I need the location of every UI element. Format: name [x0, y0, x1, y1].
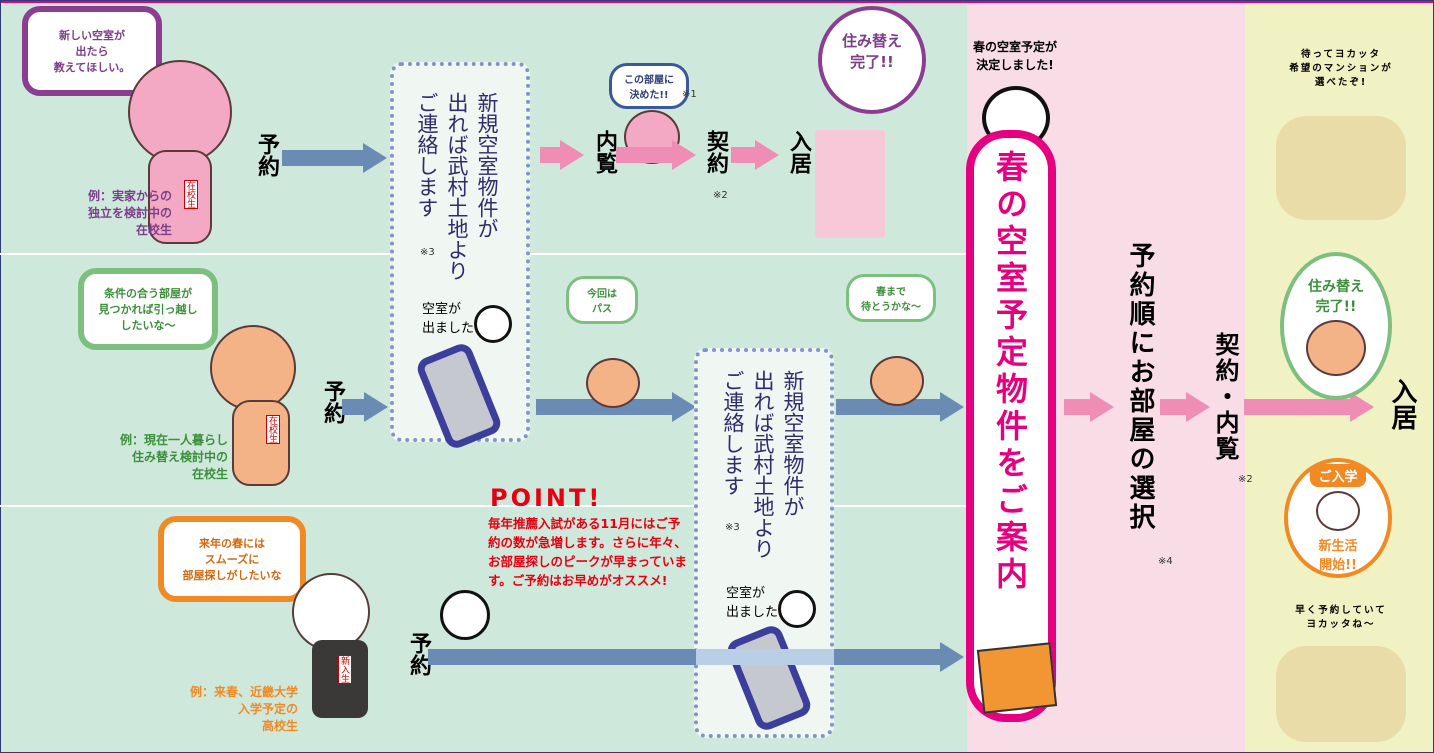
spring-decided-text: 春の空室予定が 決定しました!	[972, 40, 1057, 72]
row3-arrow-highlight	[696, 649, 834, 665]
row1-vacancy-text: 空室が 出ました	[422, 302, 475, 336]
row2-vacancy-text: 空室が 出ました	[726, 586, 779, 620]
spring-happy-top: 待ってヨカッタ 希望のマンションが 選べたぞ!	[1289, 49, 1393, 88]
panda-icon	[474, 305, 512, 343]
row1-example: 例：実家からの 独立を検討中の 在校生	[87, 189, 172, 237]
row2-speech-bubble: 条件の合う部屋が 見つかれば引っ越し したいな〜	[78, 268, 218, 350]
spring-select-text: 予約順にお部屋の選択	[1125, 242, 1155, 532]
envelope-icon	[976, 642, 1058, 714]
row1-viewing-label: 内覧	[592, 130, 617, 174]
spring-enroll-title: ご入学	[1310, 463, 1366, 487]
row3-example: 例：来春、近畿大学 入学予定の 高校生	[189, 685, 298, 733]
moving-box-icon	[815, 130, 885, 238]
row1-badge: 在校生	[184, 180, 198, 209]
spring-guide-box	[966, 130, 1056, 722]
row1-movein-label: 入居	[786, 130, 811, 174]
row2-example: 例：現在一人暮らし 住み替え検討中の 在校生	[119, 433, 228, 481]
row1-reserve-arrow	[282, 143, 387, 173]
spring-note2: ※2	[1238, 474, 1253, 485]
pink-cat-character	[128, 60, 232, 164]
pig-dog-carry-illustration	[1276, 646, 1406, 742]
rabbit-body	[232, 400, 290, 486]
row3-badge: 新入生	[338, 655, 352, 684]
row2-reserve-label: 予約	[320, 380, 345, 424]
row1-arrow-to-movein	[731, 140, 779, 170]
spring-enroll-text: 新生活 開始!!	[1318, 538, 1358, 573]
row2-wait-bubble: 春まで 待とうかな〜	[846, 274, 936, 322]
row-divider-2	[0, 505, 967, 507]
row1-done-bubble: 住み替え 完了!!	[818, 6, 926, 114]
pink-cat-body	[148, 150, 212, 244]
row2-note3: ※3	[725, 522, 740, 533]
dog-character	[292, 573, 370, 651]
row2-pass-bubble: 今回は パス	[566, 276, 638, 324]
spring-arrow-to-select	[1064, 392, 1114, 422]
row1-decide-bubble: この部屋に 決めた!!	[609, 63, 689, 109]
spring-note4: ※4	[1158, 556, 1173, 567]
row1-notify-text: 新規空室物件が 出れば武村土地より ご連絡します	[415, 92, 499, 281]
spring-guide-text: 春の空室予定物件をご案内	[991, 150, 1029, 594]
row2-reserve-arrow	[342, 392, 388, 422]
spring-contract-view-text: 契約・内覧	[1211, 332, 1239, 462]
row1-note2: ※2	[713, 190, 728, 201]
point-title: POINT!	[490, 484, 603, 512]
spring-happy-bottom: 早く予約していて ヨカッタね〜	[1295, 605, 1387, 630]
row1-reserve-label: 予約	[254, 133, 279, 177]
spring-arrow-to-contract	[1160, 392, 1210, 422]
rabbit-small-icon-2	[870, 356, 924, 406]
row1-arrow-to-viewing	[540, 140, 584, 170]
spring-movein-label: 入居	[1387, 378, 1417, 430]
row3-reserve-label: 予約	[406, 632, 431, 676]
panda-character	[440, 590, 490, 640]
spring-arrow-to-movein	[1244, 392, 1374, 422]
row1-arrow-to-contract	[616, 140, 696, 170]
panda-icon-2	[778, 590, 816, 628]
row1-speech-bubble: 新しい空室が 出たら 教えてほしい。	[22, 6, 162, 96]
rabbit-happy-icon	[1306, 320, 1366, 376]
row3-speech-bubble: 来年の春には スムーズに 部屋探しがしたいな	[158, 516, 306, 602]
rabbit-cat-carry-illustration	[1276, 116, 1406, 220]
point-text: 毎年推薦入試がある11月にはご予約の数が急増します。さらに年々、お部屋探しのピー…	[488, 516, 687, 588]
top-border	[0, 0, 1434, 3]
row2-badge: 在校生	[266, 415, 280, 444]
row1-note1: ※1	[682, 89, 697, 100]
row1-contract-label: 契約	[703, 130, 728, 174]
rabbit-small-icon-1	[586, 358, 640, 408]
row2-notify-text: 新規空室物件が 出れば武村土地より ご連絡します	[721, 370, 805, 559]
rabbit-character	[210, 325, 296, 411]
dog-happy-icon	[1316, 490, 1360, 531]
spring-enroll-bubble: ご入学 新生活 開始!!	[1284, 458, 1392, 578]
row1-note3: ※3	[420, 247, 435, 258]
row2-wait-arrow	[836, 392, 964, 422]
